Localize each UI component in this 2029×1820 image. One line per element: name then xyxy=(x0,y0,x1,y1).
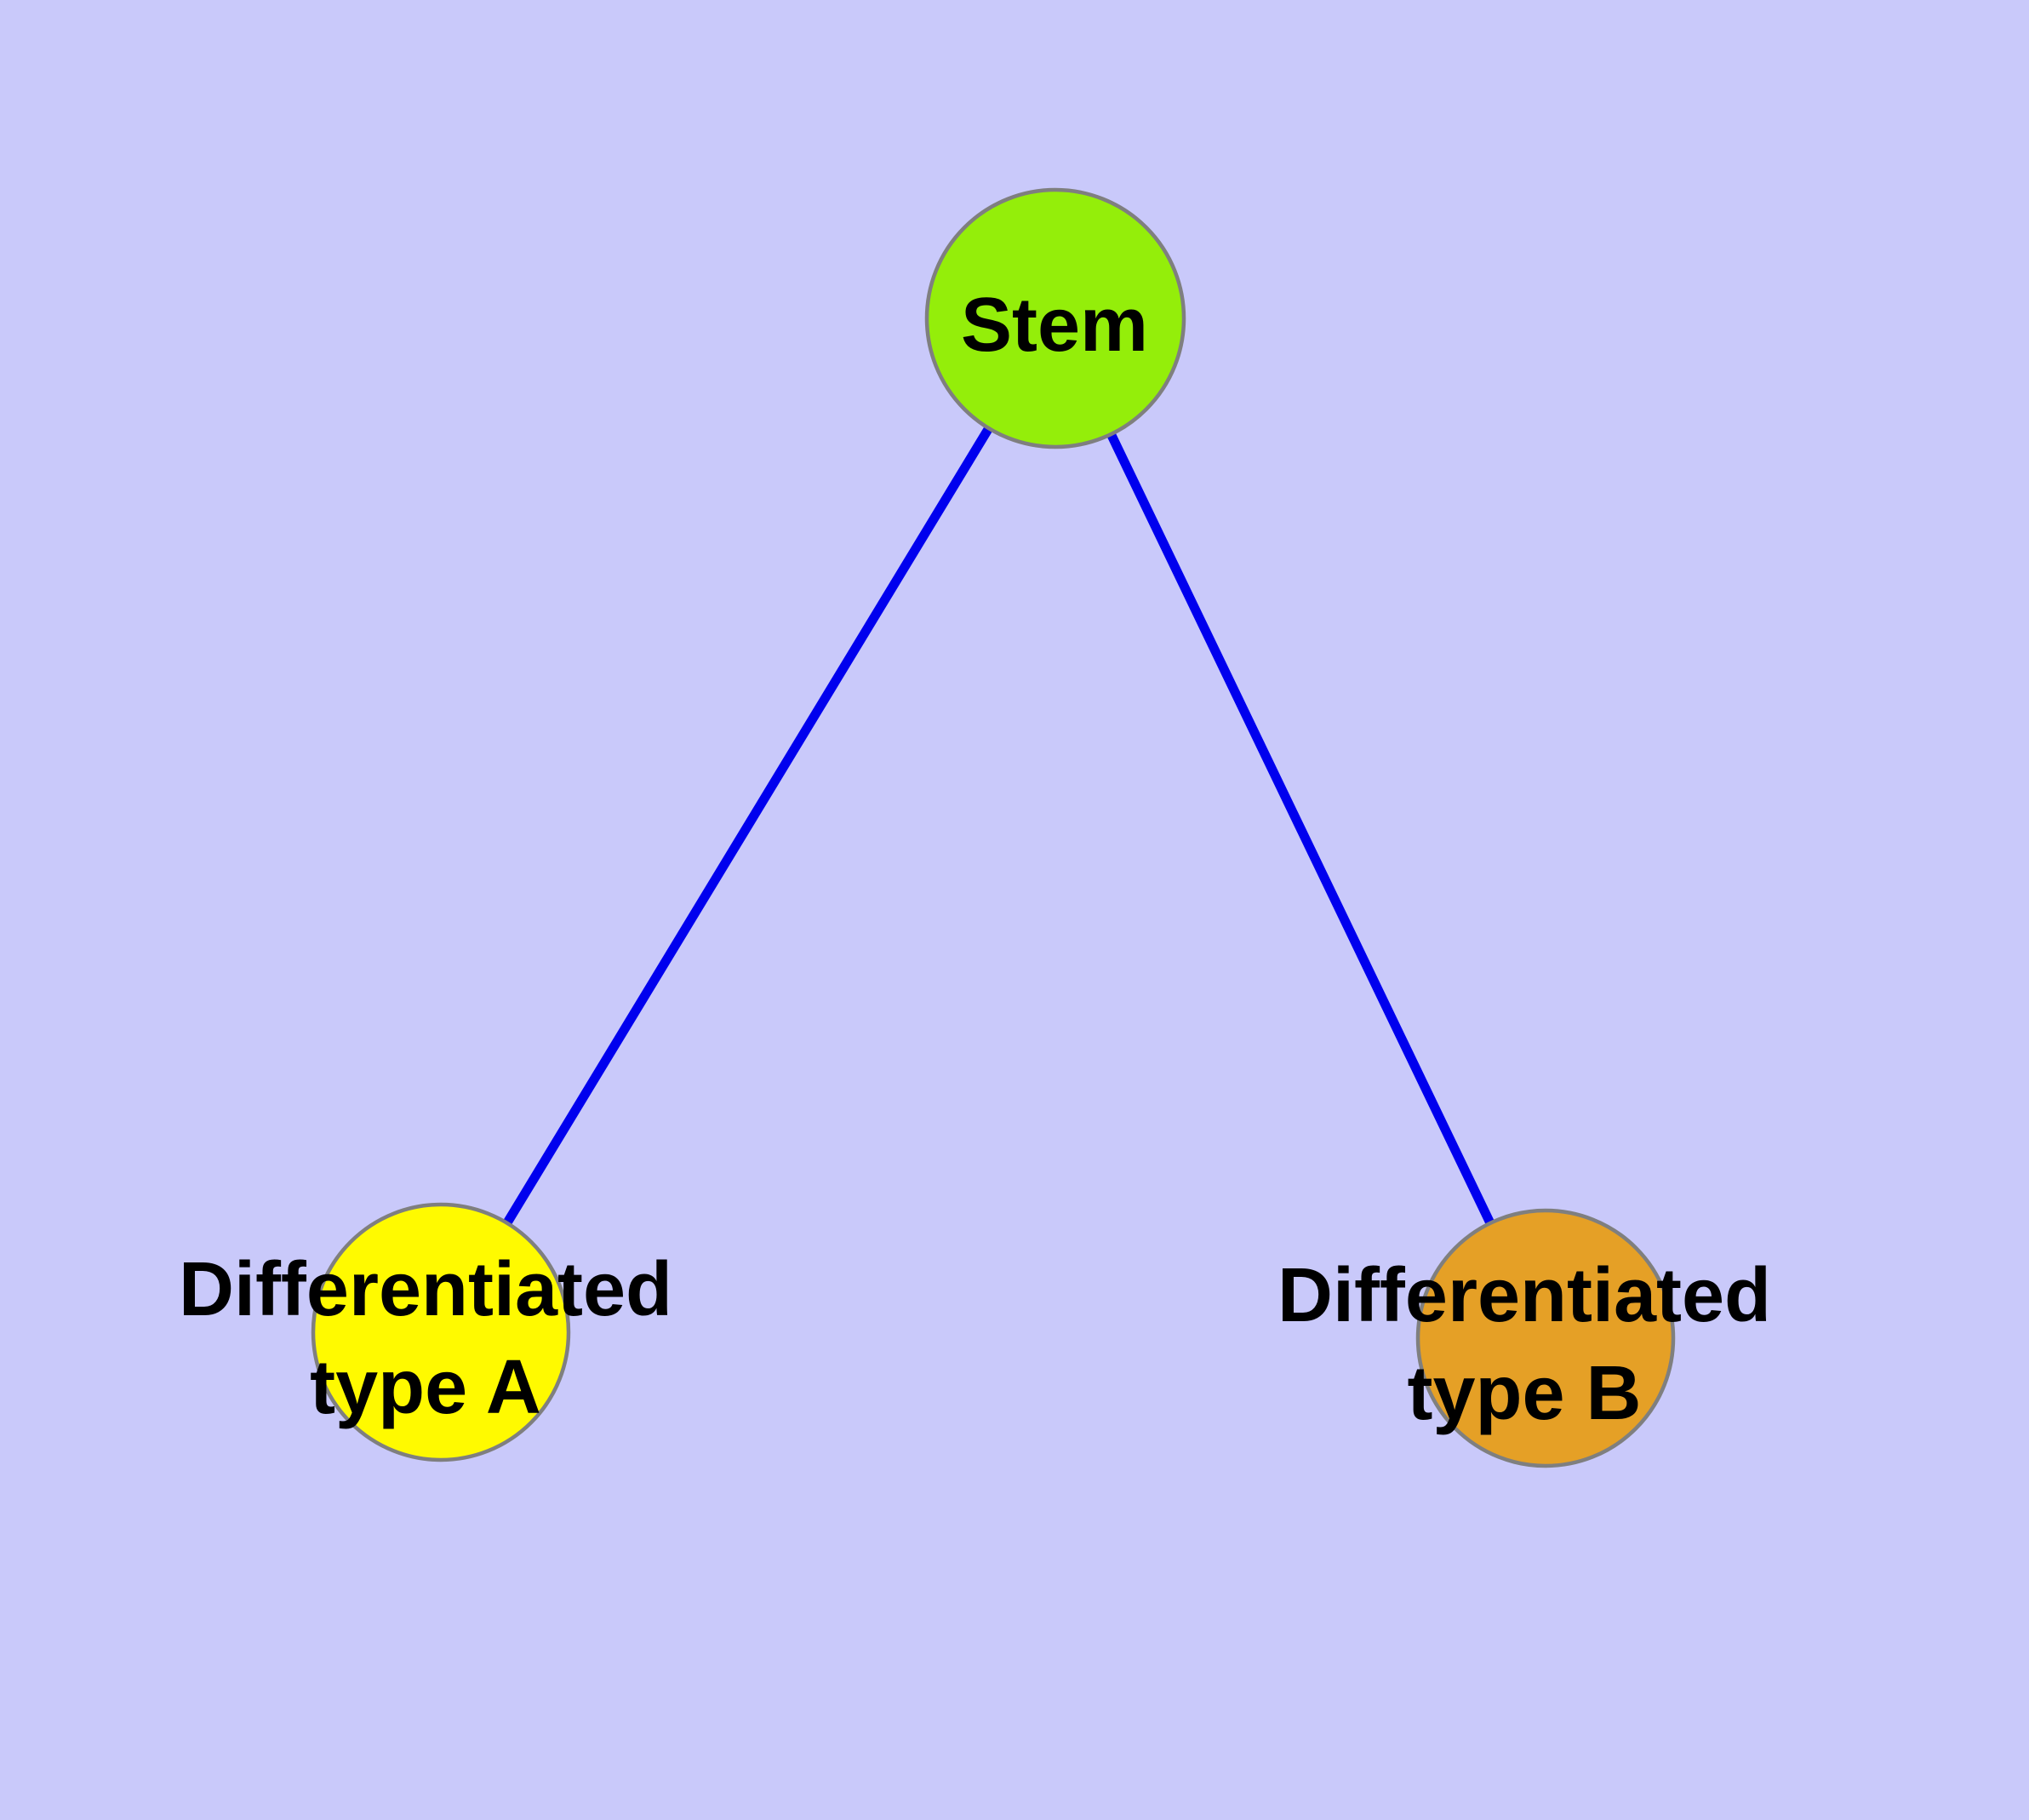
node-type-b-label-line2: type B xyxy=(1407,1351,1641,1436)
node-type-b-label-line1: Differentiated xyxy=(1277,1253,1771,1338)
node-type-a-label-line1: Differentiated xyxy=(179,1247,672,1332)
node-type-a-label-line2: type A xyxy=(310,1345,541,1430)
node-stem-label: Stem xyxy=(961,283,1148,368)
node-stem-circle xyxy=(924,187,1186,449)
edge-stem-to-type-a xyxy=(436,313,1060,1337)
node-type-b-circle xyxy=(1415,1208,1676,1468)
node-type-a-circle xyxy=(311,1202,571,1462)
edge-stem-to-type-b xyxy=(1050,313,1551,1343)
